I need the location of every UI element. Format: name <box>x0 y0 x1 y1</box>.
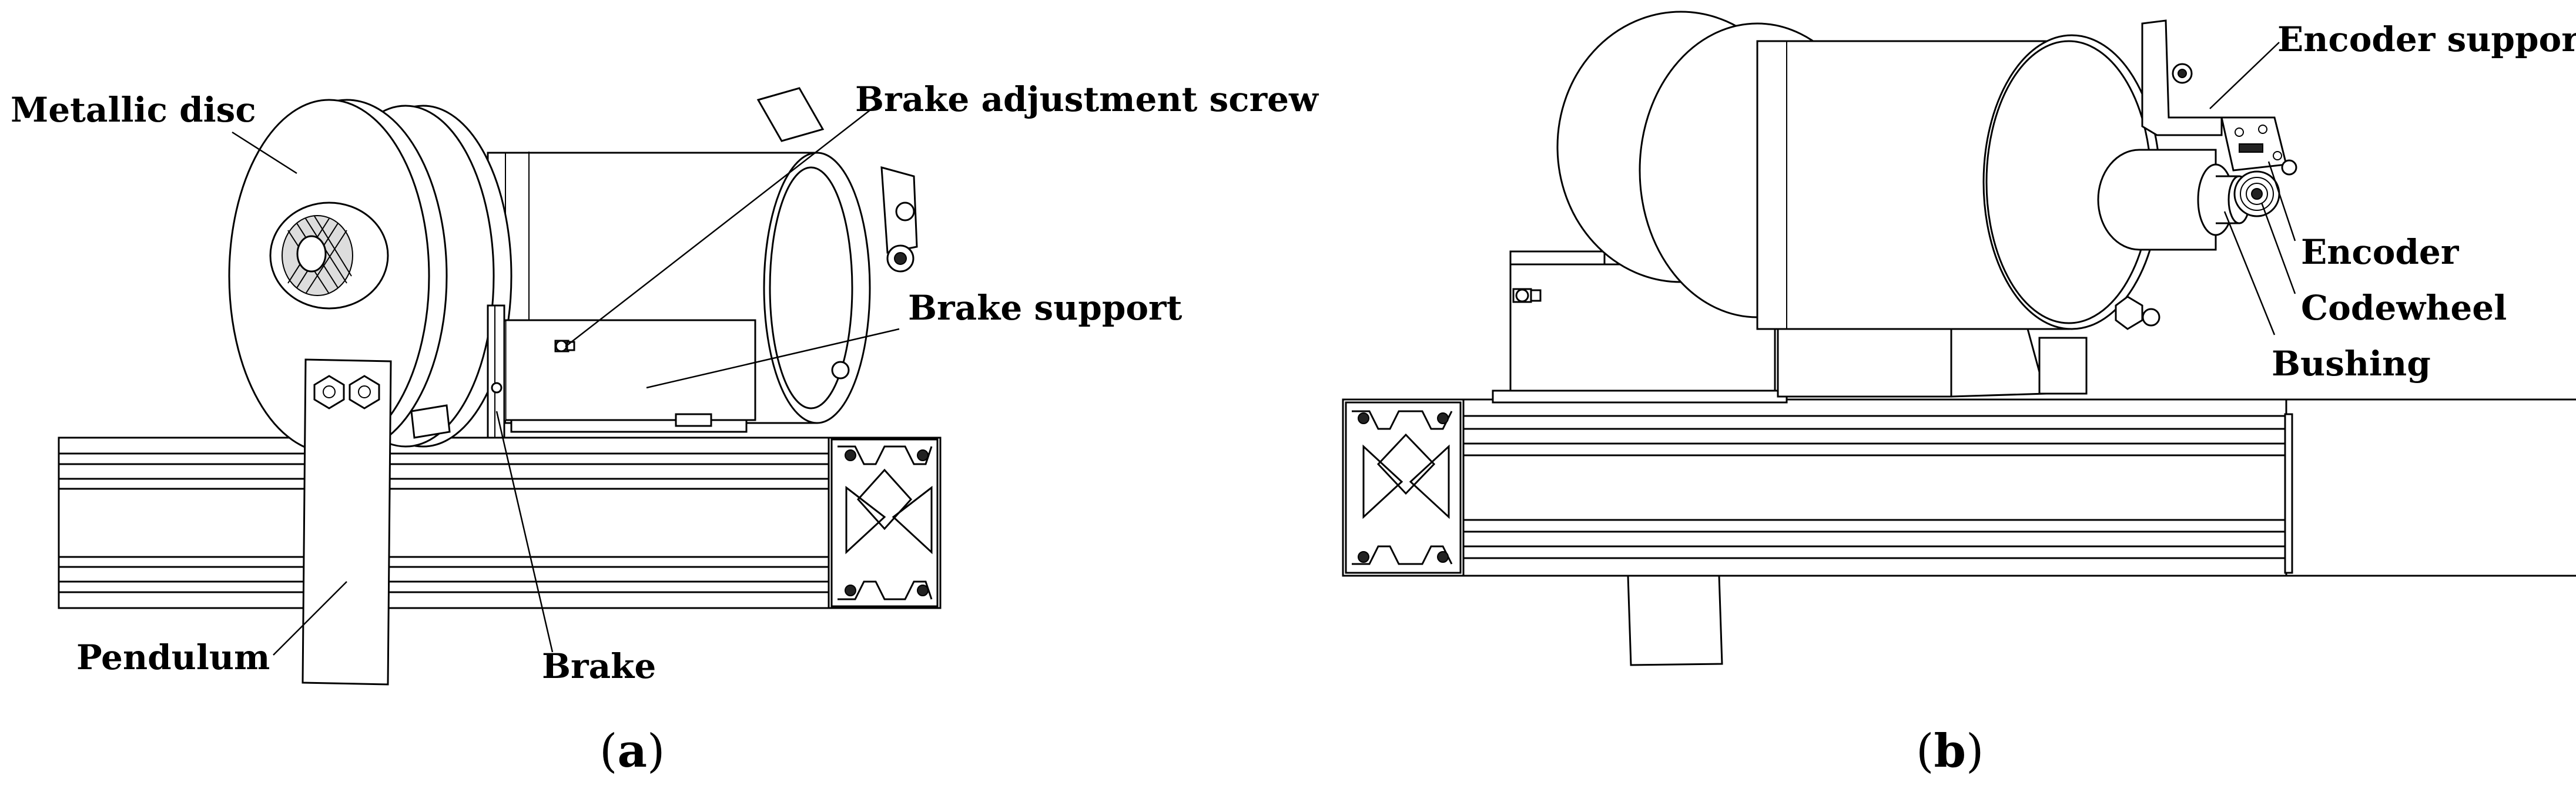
caption-a: (a) <box>599 724 665 778</box>
label-brake-support: Brake support <box>908 288 1183 328</box>
leader-bushing <box>2223 211 2276 335</box>
caption-b-letter: b <box>1934 724 1966 778</box>
label-codewheel: Codewheel <box>2301 288 2507 328</box>
profile-rail-a <box>58 437 942 609</box>
leader-codewheel <box>2260 202 2296 294</box>
leader-brake-support <box>646 328 900 389</box>
motor-nut-b <box>2115 296 2160 330</box>
panel-a-drawing <box>58 87 942 686</box>
leader-pendulum <box>273 581 347 656</box>
pendulum-stub-b <box>1627 575 1723 666</box>
label-brake: Brake <box>542 646 656 686</box>
panel-b-drawing <box>1342 11 2576 666</box>
leader-encoder <box>2267 161 2296 241</box>
label-encoder: Encoder <box>2301 232 2459 272</box>
label-pendulum: Pendulum <box>76 637 270 677</box>
caption-a-letter: a <box>617 724 647 778</box>
rail-end-profile-a <box>830 438 939 607</box>
brake-support-drawing <box>493 319 756 438</box>
motor-body-b <box>1756 34 2161 330</box>
label-metallic-disc: Metallic disc <box>11 90 256 130</box>
leader-brake-adjustment-screw <box>565 105 876 347</box>
encoder-support-drawing <box>2141 19 2297 176</box>
bushing-drawing <box>2097 149 2251 251</box>
motor-side-parts-a <box>756 87 918 380</box>
label-bushing: Bushing <box>2272 344 2431 384</box>
brake-drawing <box>487 304 505 439</box>
rail-end-profile-b <box>1345 401 1462 574</box>
profile-rail-b <box>1342 398 2576 577</box>
label-encoder-support: Encoder support <box>2277 19 2576 59</box>
leader-lines-b <box>2209 42 2296 335</box>
leader-encoder-support <box>2209 42 2280 109</box>
leader-brake <box>495 411 554 653</box>
label-brake-adjustment-screw: Brake adjustment screw <box>855 79 1318 119</box>
codewheel-drawing <box>2233 170 2280 217</box>
caption-b: (b) <box>1916 724 1984 778</box>
leader-lines-a <box>232 105 900 656</box>
leader-metallic-disc <box>232 131 297 174</box>
